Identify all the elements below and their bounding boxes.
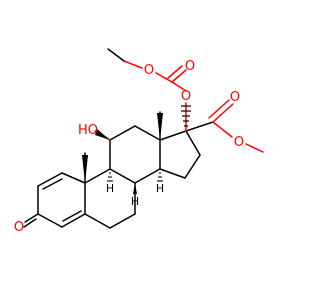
bond-c1-c2-double [42,178,63,190]
bond-c15-c16 [184,154,201,179]
bond-c10-c1 [61,172,86,184]
bond-c17-c13 [159,130,187,141]
bond-c12-c13 [134,125,161,141]
atom-h-8: H [131,195,139,208]
molecule-diagram: O O O O O HO O H H H [13,48,264,235]
bond-c5-c6 [84,213,111,229]
bond-ccarbonate-o-double [171,69,187,83]
bond-c16-c17 [185,130,201,156]
bond-c9-c10 [84,168,111,184]
label-layer: O O O O O HO O H H H [14,59,244,235]
atom-o-17: O [181,89,191,104]
atom-o-methoxy: O [234,135,244,150]
atom-o-carbonate-carbonyl: O [185,59,195,74]
atom-h-14: H [156,182,164,195]
bond-c3-o-double [23,218,37,228]
atom-o-ether: O [144,63,154,78]
bond-ch2-ch3 [107,48,125,62]
atom-oh-11: HO [78,123,98,138]
hash-c9-h [107,172,113,182]
bond-c14-c15 [159,168,186,179]
stereo-layer [82,105,191,194]
wedge-c13-methyl [157,113,163,140]
bond-ccarbonate-o-double-2 [167,65,183,79]
atom-o-ketone: O [14,220,24,235]
bond-c8-c9 [109,168,136,184]
bond-c4-c5 [61,213,86,228]
bond-c3-o [24,213,39,223]
hash-c14-h [157,172,163,182]
wedge-c10-methyl [82,155,88,183]
bond-c14-c8 [134,168,161,184]
bond-c17-ccarboxyl [185,121,214,132]
hash-c17-o [181,105,191,127]
bond-o-ccarbonate [171,81,187,92]
bond-ccarboxyl-o-double-2 [208,99,230,119]
bond-c4-c5-double [62,210,82,222]
bond-ccarbonate-oether [155,72,173,83]
bond-layer [23,48,264,229]
bond-c11-c12 [109,125,136,141]
bond-c6-c7 [109,213,136,229]
wedge-c11-oh [95,129,110,140]
wedge-c8-h [133,183,137,194]
atom-o-ester-carbonyl: O [230,90,240,105]
bond-ccarboxyl-o-double [212,103,234,123]
structure-canvas: O O O O O HO O H H H [14,48,264,235]
bond-omethyl-ch3 [245,143,264,153]
atom-h-9: H [106,182,114,195]
bond-c1-c2 [37,172,63,187]
bond-oether-ch2 [123,60,143,69]
bond-ccarboxyl-omethyl [212,121,233,138]
bond-c3-c4 [37,213,63,228]
